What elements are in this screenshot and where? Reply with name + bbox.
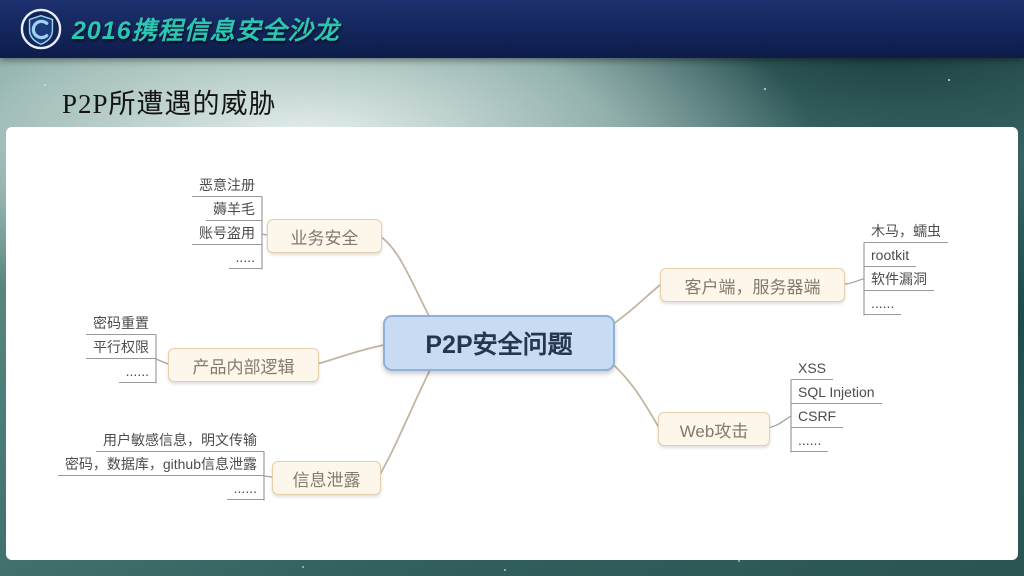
leaf-item: 平行权限 [86, 335, 156, 359]
leaf-item: 恶意注册 [192, 173, 262, 197]
leaf-item: 密码，数据库，github信息泄露 [57, 452, 264, 476]
leaf-item: ..... [228, 245, 262, 269]
leaf-group-client-server: 木马，蠕虫 rootkit 软件漏洞 ...... [864, 219, 948, 315]
header-bar: 2016携程信息安全沙龙 [0, 0, 1024, 58]
page-title: P2P所遭遇的威胁 [62, 89, 277, 119]
mindmap-panel: P2P安全问题 业务安全 产品内部逻辑 信息泄露 客户端，服务器端 Web攻击 … [6, 127, 1018, 560]
leaf-item: 密码重置 [86, 311, 156, 335]
leaf-item: 木马，蠕虫 [864, 219, 948, 243]
leaf-item: 薅羊毛 [206, 197, 262, 221]
branch-node-business-security: 业务安全 [267, 219, 382, 253]
leaf-group-business-security: 恶意注册 薅羊毛 账号盗用 ..... [192, 173, 262, 269]
leaf-item: 账号盗用 [192, 221, 262, 245]
leaf-item: 软件漏洞 [864, 267, 934, 291]
leaf-item: XSS [791, 356, 834, 380]
ctrip-security-logo-icon [20, 8, 62, 50]
leaf-item: ...... [226, 476, 264, 500]
branch-node-web-attack: Web攻击 [658, 412, 770, 446]
branch-node-product-internal-logic: 产品内部逻辑 [168, 348, 319, 382]
leaf-group-web-attack: XSS SQL Injetion CSRF ...... [791, 356, 882, 452]
leaf-item: rootkit [864, 243, 917, 267]
leaf-item: CSRF [791, 404, 844, 428]
leaf-group-product-internal-logic: 密码重置 平行权限 ...... [86, 311, 156, 383]
leaf-group-information-leakage: 用户敏感信息，明文传输 密码，数据库，github信息泄露 ...... [57, 428, 264, 500]
leaf-item: ...... [118, 359, 156, 383]
leaf-item: ...... [791, 428, 829, 452]
leaf-item: 用户敏感信息，明文传输 [96, 428, 264, 452]
branch-node-information-leakage: 信息泄露 [272, 461, 381, 495]
mindmap-center-node: P2P安全问题 [383, 315, 615, 371]
leaf-item: ...... [864, 291, 902, 315]
header-title: 2016携程信息安全沙龙 [72, 17, 340, 45]
branch-node-client-server: 客户端，服务器端 [660, 268, 845, 302]
leaf-item: SQL Injetion [791, 380, 882, 404]
